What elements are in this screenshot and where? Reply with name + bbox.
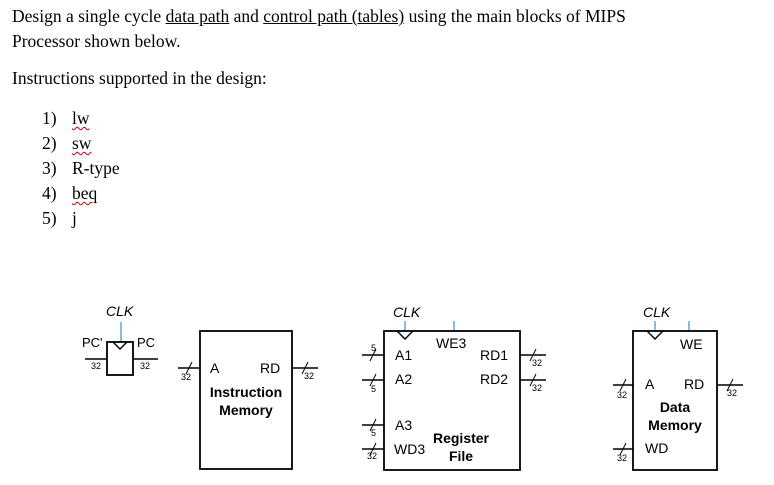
rf-a2-bus-slash (369, 373, 377, 387)
register-file-box (383, 330, 521, 471)
list-item: 5) j (42, 206, 120, 231)
dm-rd-bus-slash (726, 378, 734, 392)
pc-clock-triangle (112, 341, 128, 350)
task-text: Design a single cycle (12, 6, 166, 26)
dm-clock-triangle (646, 330, 664, 340)
pc-out-width: 32 (140, 361, 150, 371)
item-text: beq (72, 183, 98, 203)
item-text: R-type (72, 158, 120, 178)
im-rd-bus-slash (301, 361, 309, 375)
rf-a1-bus-slash (369, 348, 377, 362)
data-memory-box (632, 330, 718, 471)
rf-a3-label: A3 (395, 417, 412, 433)
pc-clk-label: CLK (106, 303, 134, 319)
control-path-term: control path (tables) (263, 6, 405, 26)
rf-rd1-label: RD1 (480, 347, 508, 363)
rf-a1-width: 5 (371, 343, 376, 353)
rf-a3-bus-slash (369, 418, 377, 432)
instructions-list: 1) lw 2) sw 3) R-type 4) beq 5) j (42, 106, 120, 231)
dm-title-line2: Memory (648, 417, 702, 433)
item-text: j (72, 208, 77, 228)
item-text: lw (72, 108, 90, 128)
instructions-heading: Instructions supported in the design: (12, 68, 267, 88)
pc-in-label: PC' (82, 335, 103, 350)
pc-out-label: PC (137, 335, 155, 350)
instruction-memory-box (199, 330, 293, 470)
rf-rd1-width: 32 (532, 358, 542, 368)
rf-rd1-bus-slash (529, 348, 537, 362)
pc-register-box (106, 341, 134, 376)
task-text: and (229, 6, 264, 26)
dm-we-label: WE (680, 336, 703, 352)
dm-title-line1: Data (660, 399, 691, 415)
rf-title-line2: File (449, 448, 473, 464)
data-path-term: data path (165, 6, 230, 26)
dm-wd-bus-slash (619, 442, 627, 456)
pc-register: CLK PC' PC 32 32 (82, 303, 158, 376)
mips-blocks-diagram: CLK PC' PC 32 32 32 32 A RD Instruction … (82, 303, 743, 471)
item-number: 5) (42, 208, 57, 228)
pc-in-width: 32 (91, 361, 101, 371)
task-text: using the main blocks of MIPS (404, 6, 626, 26)
rf-rd2-bus-slash (529, 373, 537, 387)
list-item: 2) sw (42, 131, 120, 156)
dm-port-rd: RD (684, 376, 704, 392)
im-title-line2: Memory (219, 402, 273, 418)
list-item: 3) R-type (42, 156, 120, 181)
rf-a3-width: 5 (371, 428, 376, 438)
dm-rd-width: 32 (727, 388, 737, 398)
task-statement-line2: Processor shown below. (12, 31, 181, 51)
im-a-width: 32 (181, 372, 191, 382)
list-item: 4) beq (42, 181, 120, 206)
rf-wd3-bus-slash (369, 442, 377, 456)
im-a-bus-slash (185, 361, 193, 375)
data-memory: CLK WE A RD Data Memory WD 32 32 32 (613, 304, 743, 471)
im-port-a: A (210, 360, 220, 376)
dm-port-a: A (645, 376, 655, 392)
im-port-rd: RD (260, 360, 280, 376)
dm-a-width: 32 (617, 390, 627, 400)
rf-rd2-width: 32 (532, 383, 542, 393)
dm-a-bus-slash (619, 378, 627, 392)
im-rd-width: 32 (304, 371, 314, 381)
rf-a1-label: A1 (395, 347, 412, 363)
list-item: 1) lw (42, 106, 120, 131)
task-statement-line1: Design a single cycle data path and cont… (12, 6, 626, 27)
item-number: 3) (42, 158, 57, 178)
rf-clk-label: CLK (393, 304, 421, 320)
rf-title-line1: Register (433, 430, 490, 446)
register-file: CLK WE3 A1 A2 A3 WD3 RD1 RD2 Register Fi… (362, 304, 546, 471)
dm-port-wd: WD (645, 440, 668, 456)
rf-wd3-label: WD3 (394, 441, 425, 457)
rf-clock-triangle (396, 330, 414, 340)
item-text: sw (72, 133, 92, 153)
im-title-line1: Instruction (210, 384, 282, 400)
dm-clk-label: CLK (643, 304, 671, 320)
rf-wd3-width: 32 (367, 451, 377, 461)
rf-we3-label: WE3 (436, 335, 467, 351)
dm-wd-width: 32 (617, 453, 627, 463)
item-number: 4) (42, 183, 57, 203)
rf-a2-width: 5 (371, 384, 376, 394)
instruction-memory: 32 32 A RD Instruction Memory (178, 330, 318, 470)
rf-rd2-label: RD2 (480, 371, 508, 387)
rf-a2-label: A2 (395, 371, 412, 387)
item-number: 2) (42, 133, 57, 153)
item-number: 1) (42, 108, 57, 128)
